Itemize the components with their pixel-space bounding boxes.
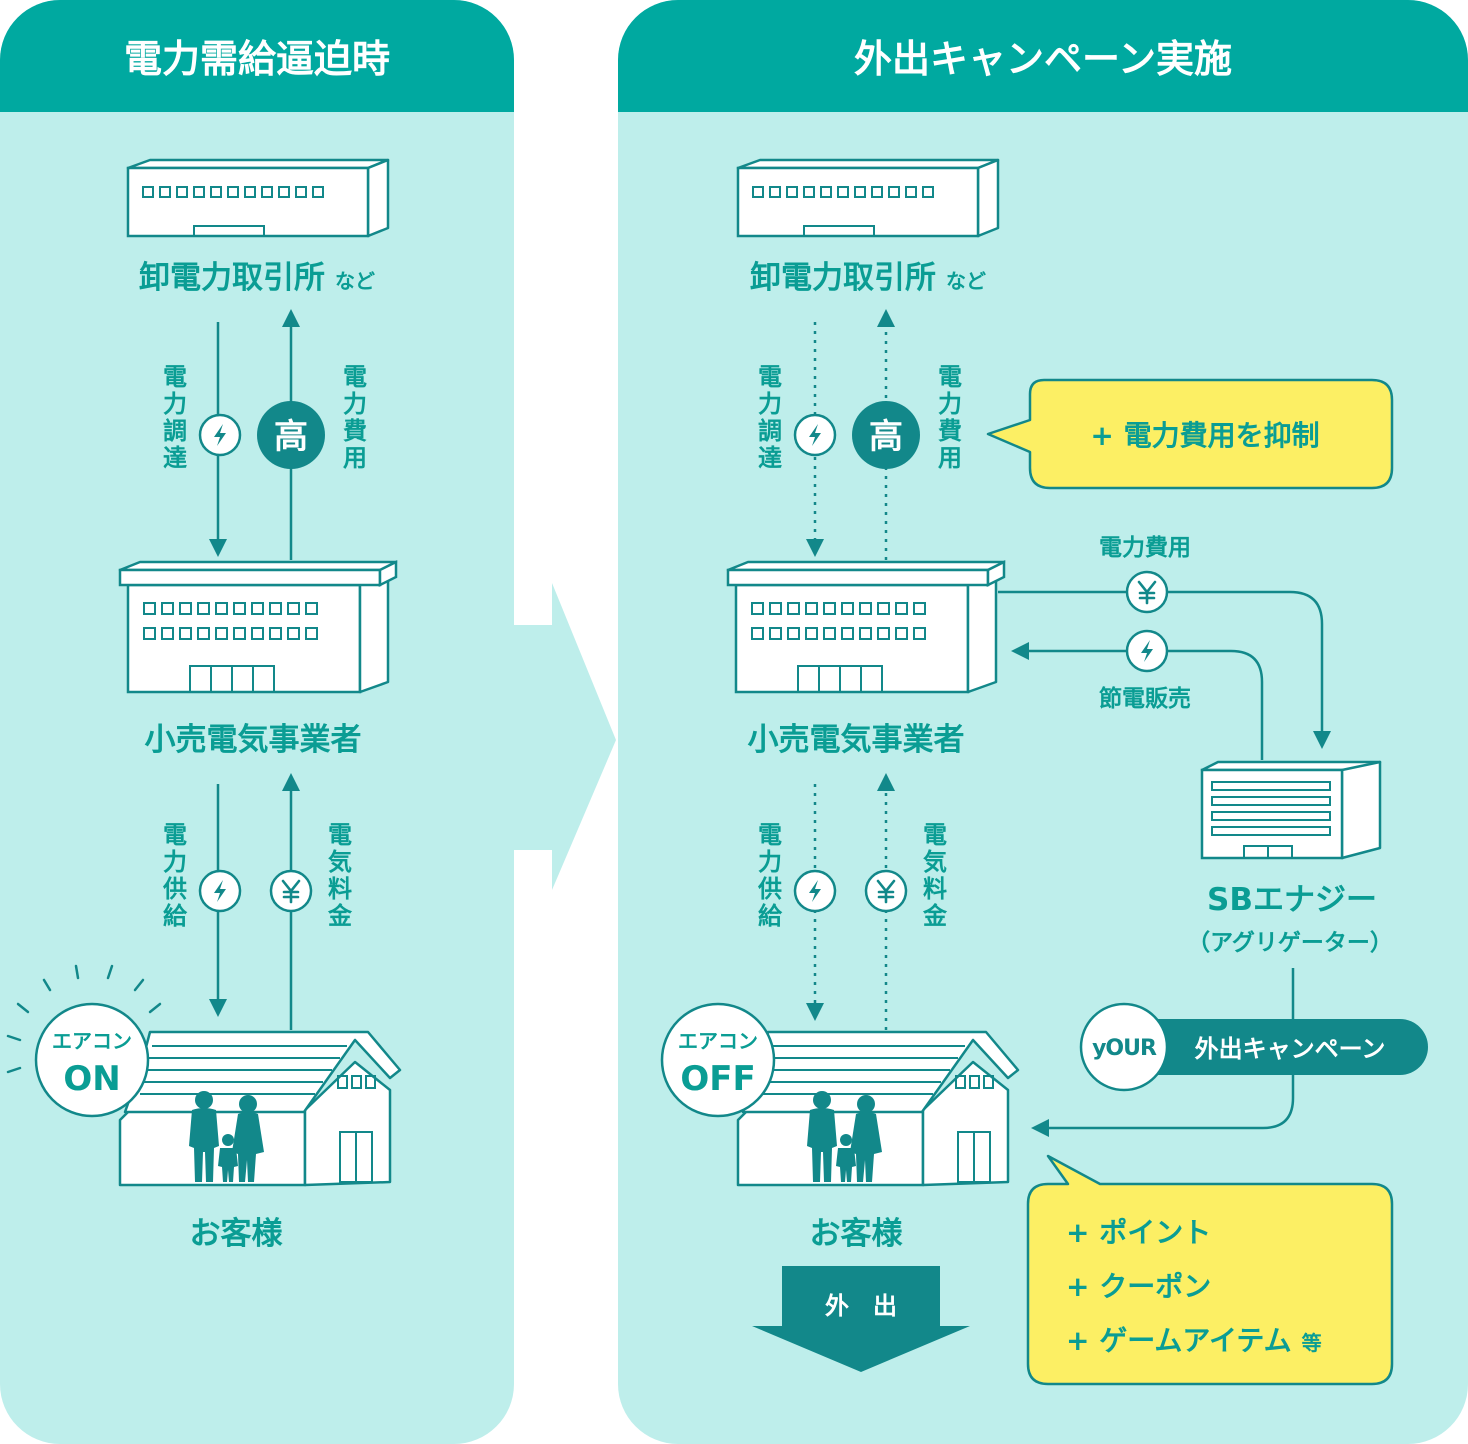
exchange-building-icon [126,158,390,238]
left-supply-label: 電力供給 [162,821,188,930]
right-fee-label: 電気料金 [922,821,948,930]
right-header-title: 外出キャンペーン実施 [854,37,1232,81]
benefit-item: + クーポン [1066,1270,1211,1303]
svg-text:外 出: 外 出 [825,1292,897,1320]
aggregator-sub-label: （アグリゲーター） [1187,929,1393,956]
left-exchange-label: 卸電力取引所など [139,260,375,296]
yen-icon [269,869,313,913]
flow-cost-label: 電力費用 [1099,535,1191,561]
lightning-icon [793,869,837,913]
ac-on-badge: エアコン ON [6,964,162,1118]
svg-text:ON: ON [63,1059,120,1099]
right-retailer-label: 小売電気事業者 [748,722,965,758]
lightning-icon [793,413,837,457]
ac-off-badge: エアコン OFF [660,1002,776,1118]
campaign-pill: yOUR 外出キャンペーン [1079,1002,1428,1092]
right-cost-label: 電力費用 [938,363,962,472]
right-customer-label: お客様 [810,1216,904,1252]
flow-cost-arrow [998,590,1331,749]
right-procure-label: 電力調達 [758,363,782,472]
svg-text:高: 高 [869,417,903,457]
svg-text:+ 電力費用を抑制: + 電力費用を抑制 [1090,419,1319,452]
svg-text:高: 高 [274,417,308,457]
exchange-building-icon [736,158,1000,238]
campaign-flow-arrow [1031,968,1295,1137]
flow-saving-label: 節電販売 [1099,685,1191,712]
cost-reduction-callout: + 電力費用を抑制 [986,378,1394,490]
left-cost-label: 電力費用 [343,363,367,472]
benefit-item: + ゲームアイテム等 [1066,1324,1322,1357]
high-cost-badge: 高 [852,401,920,469]
left-header-title: 電力需給逼迫時 [124,37,390,81]
left-retailer-label: 小売電気事業者 [145,722,362,758]
lightning-icon [198,413,242,457]
svg-text:エアコン: エアコン [678,1029,758,1053]
high-cost-badge: 高 [257,401,325,469]
lightning-icon [198,869,242,913]
benefit-item: + ポイント [1066,1216,1211,1249]
your-logo: yOUR [1092,1036,1157,1061]
outing-arrow: 外 出 [752,1266,970,1372]
lightning-icon [1125,629,1169,673]
transition-arrow [514,583,616,890]
svg-text:OFF: OFF [680,1059,755,1099]
left-fee-label: 電気料金 [327,821,353,930]
flow-saving-arrow [1011,642,1264,760]
aggregator-label: SBエナジー [1207,882,1377,918]
yen-icon [864,869,908,913]
yen-icon [1125,570,1169,614]
left-panel [0,0,514,1444]
left-procure-label: 電力調達 [163,363,187,472]
aggregator-building-icon [1200,760,1382,860]
retailer-building-icon [726,560,1006,694]
campaign-label: 外出キャンペーン [1195,1035,1386,1063]
svg-text:エアコン: エアコン [52,1029,132,1053]
left-customer-label: お客様 [190,1216,284,1252]
right-supply-label: 電力供給 [757,821,783,930]
benefits-callout: + ポイント + クーポン + ゲームアイテム等 [1026,1154,1394,1386]
retailer-building-icon [118,560,398,694]
right-exchange-label: 卸電力取引所など [750,260,986,296]
